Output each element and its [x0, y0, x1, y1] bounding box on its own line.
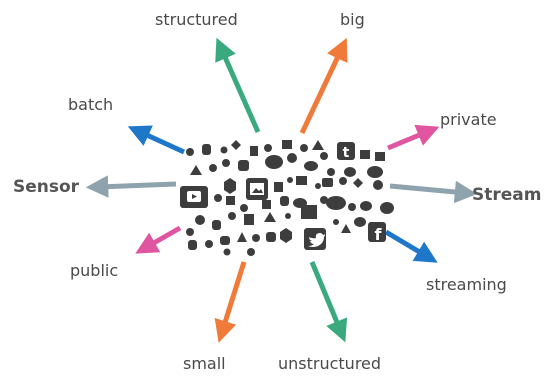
label-private: private [440, 110, 497, 129]
arrows [85, 37, 478, 343]
label-sensor: Sensor [13, 177, 80, 197]
facebook-icon: f [375, 225, 383, 244]
label-stream: Stream [472, 185, 541, 205]
label-public: public [70, 261, 118, 280]
svg-text:t: t [343, 145, 350, 161]
label-streaming: streaming [426, 275, 507, 294]
label-big: big [340, 10, 365, 29]
label-batch: batch [68, 95, 113, 114]
svg-text:f: f [375, 225, 383, 244]
tumblr-icon: t [343, 145, 350, 161]
arrow-big [299, 37, 348, 135]
arrow-small [214, 261, 247, 343]
arrow-streaming [384, 229, 438, 263]
twitter-icon [308, 233, 325, 247]
youtube-icon [187, 191, 201, 202]
arrow-public [135, 225, 182, 254]
arrow-unstructured [309, 261, 348, 343]
arrow-stream [389, 180, 478, 204]
label-structured: structured [155, 10, 238, 29]
data-cluster [180, 140, 394, 256]
label-unstructured: unstructured [278, 354, 381, 373]
arrow-batch [127, 125, 186, 155]
arrow-structured [215, 37, 261, 134]
label-small: small [183, 354, 226, 373]
arrow-private [387, 124, 440, 151]
arrow-sensor [85, 175, 177, 198]
image-icon [250, 183, 264, 195]
